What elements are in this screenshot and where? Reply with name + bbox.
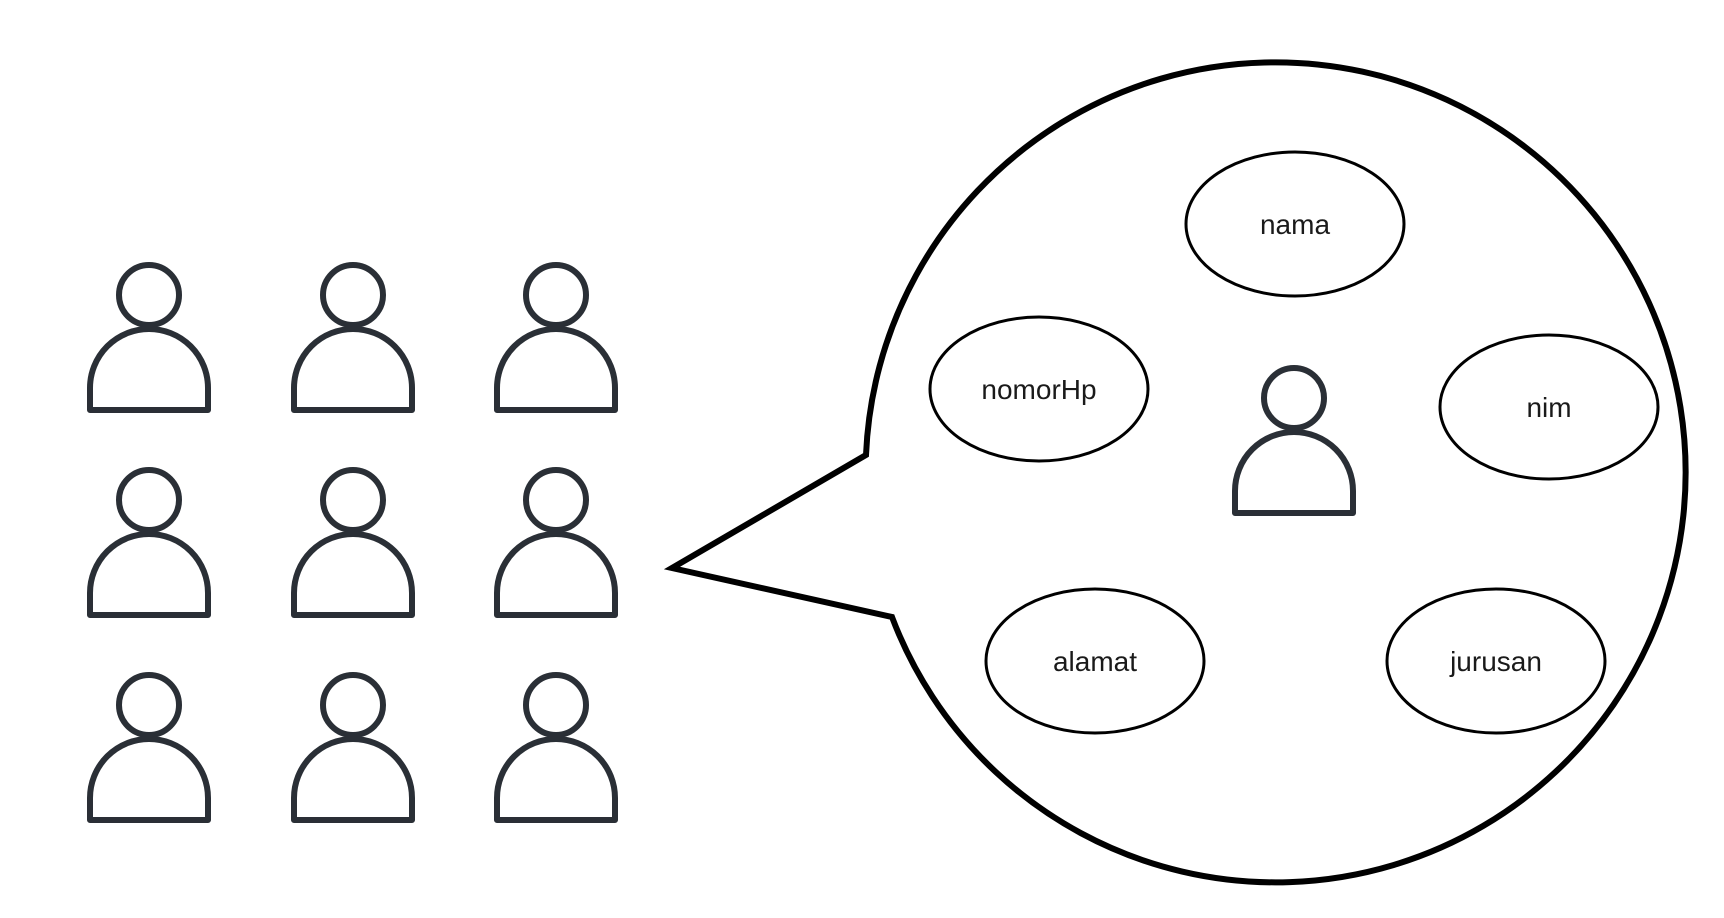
attribute-label: nomorHp: [981, 374, 1096, 405]
person-icon: [294, 265, 412, 410]
person-icon: [294, 675, 412, 820]
speech-bubble: [663, 59, 1689, 886]
attribute-label: jurusan: [1449, 646, 1542, 677]
person-icon: [90, 470, 208, 615]
attribute-nomorhp: nomorHp: [928, 315, 1150, 463]
attribute-jurusan: jurusan: [1385, 587, 1607, 735]
person-icon: [497, 675, 615, 820]
attribute-label: nim: [1526, 392, 1571, 423]
person-icon: [294, 470, 412, 615]
attribute-label: alamat: [1053, 646, 1137, 677]
persons-grid: [90, 265, 615, 820]
person-icon: [90, 265, 208, 410]
person-icon: [497, 470, 615, 615]
person-icon: [497, 265, 615, 410]
central-person-icon: [1235, 368, 1353, 513]
attribute-nim: nim: [1438, 333, 1660, 481]
attribute-nama: nama: [1184, 150, 1406, 298]
person-icon: [90, 675, 208, 820]
attribute-label: nama: [1260, 209, 1330, 240]
attribute-alamat: alamat: [984, 587, 1206, 735]
